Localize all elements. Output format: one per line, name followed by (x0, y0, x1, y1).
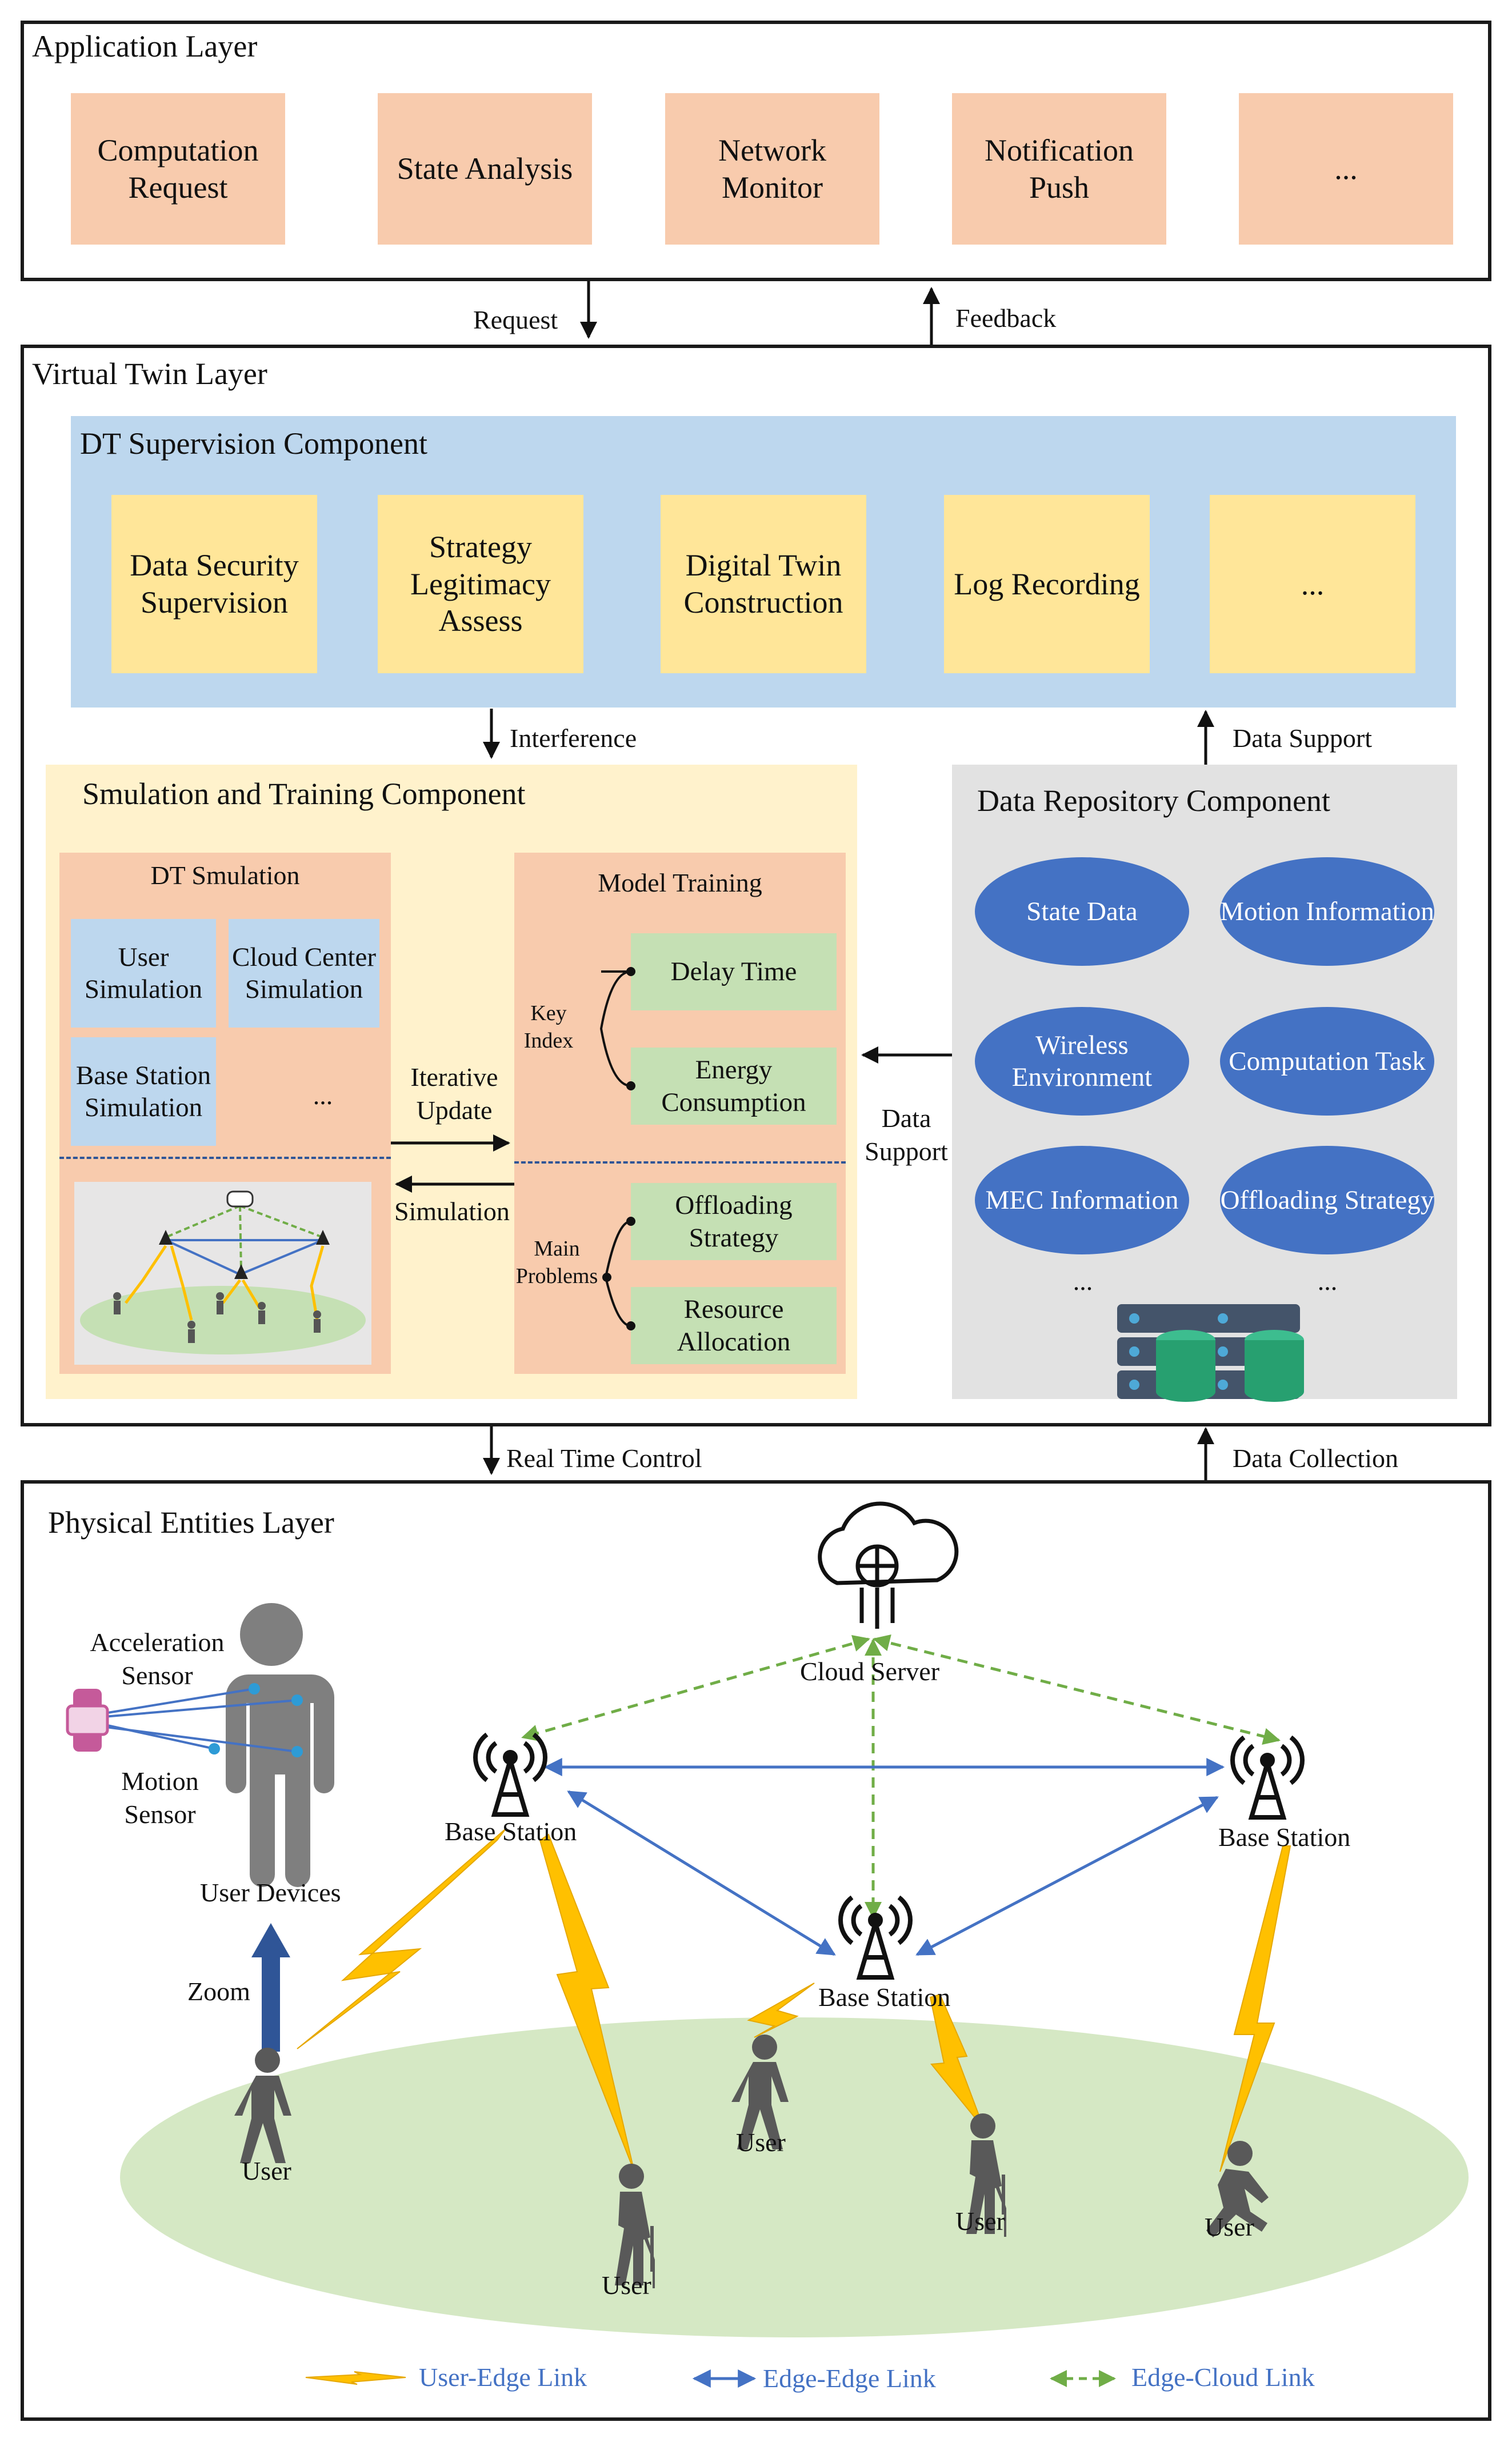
mt-box-energy: Energy Consumption (631, 1048, 837, 1125)
sup-box-more: ... (1210, 495, 1415, 673)
application-layer-title: Application Layer (32, 29, 258, 63)
sup-box-strategy-legitimacy: Strategy Legitimacy Assess (378, 495, 583, 673)
data-support-left-label: Data Support (865, 1104, 948, 1166)
sensor-links (97, 1688, 298, 1753)
base-station-icon-left (473, 1732, 547, 1817)
app-box-state-analysis: State Analysis (378, 93, 592, 245)
sensor-dots (209, 1683, 303, 1757)
data-repository-title: Data Repository Component (977, 784, 1330, 818)
legend-user-edge-label: User-Edge Link (419, 2363, 587, 2392)
sim-box-more: ... (313, 1081, 333, 1110)
acceleration-sensor-label: Acceleration Sensor (90, 1628, 225, 1690)
virtual-twin-layer-title: Virtual Twin Layer (32, 357, 267, 391)
mt-divider (514, 1161, 846, 1164)
key-index-bracket (599, 967, 635, 1090)
base-station-label-right: Base Station (1218, 1822, 1351, 1852)
sim-box-user: User Simulation (71, 919, 216, 1028)
main-problems-bracket (602, 1217, 635, 1330)
database-server-icon (1117, 1304, 1304, 1402)
user-label-5: User (1205, 2212, 1254, 2241)
legend-edge-edge-label: Edge-Edge Link (763, 2364, 936, 2393)
main-problems-label: Main Problems (515, 1237, 598, 1288)
physical-layer-title: Physical Entities Layer (48, 1505, 334, 1540)
user-label-3: User (736, 2128, 786, 2157)
base-station-icon-center (838, 1895, 913, 1980)
sup-box-log-recording: Log Recording (944, 495, 1150, 673)
app-box-computation-request: Computation Request (71, 93, 285, 245)
user-label-4: User (955, 2207, 1005, 2236)
sup-box-data-security: Data Security Supervision (111, 495, 317, 673)
smartwatch-icon (66, 1689, 109, 1752)
base-station-label-left: Base Station (445, 1817, 577, 1846)
edge-cloud-links (521, 1634, 1281, 1919)
mt-box-resource: Resource Allocation (631, 1287, 837, 1364)
human-sensor-figure (226, 1603, 334, 1887)
sup-box-digital-twin: Digital Twin Construction (661, 495, 866, 673)
data-support-up-label: Data Support (1233, 724, 1373, 753)
sim-thumbnail-graphics (80, 1190, 366, 1354)
mt-box-delay-time: Delay Time (631, 933, 837, 1010)
data-collection-label: Data Collection (1233, 1444, 1398, 1473)
model-training-title: Model Training (598, 868, 762, 897)
mt-box-offloading: Offloading Strategy (631, 1183, 837, 1260)
user-figures (234, 2035, 1269, 2288)
user-label-1: User (242, 2156, 291, 2185)
repo-ellipsis-left: ... (1073, 1266, 1093, 1296)
ground-ellipse (120, 2017, 1469, 2337)
iterative-update-label: Iterative Update (410, 1062, 498, 1125)
repo-computation-task: Computation Task (1220, 1007, 1434, 1116)
base-station-icon-right (1230, 1735, 1305, 1820)
repo-offloading-strategy: Offloading Strategy (1220, 1146, 1434, 1254)
key-index-label: Key Index (523, 1001, 574, 1053)
cloud-server-icon (818, 1501, 959, 1629)
interference-label: Interference (510, 724, 637, 753)
legend-edge-cloud-label: Edge-Cloud Link (1131, 2363, 1315, 2392)
cloud-server-label: Cloud Server (800, 1657, 940, 1686)
request-label: Request (473, 305, 558, 334)
repo-state-data: State Data (975, 857, 1189, 966)
motion-sensor-label: Motion Sensor (121, 1766, 199, 1829)
app-box-network-monitor: Network Monitor (665, 93, 879, 245)
sim-divider (59, 1157, 391, 1159)
user-edge-links (297, 1828, 1291, 2172)
edge-edge-links (543, 1758, 1225, 1956)
user-devices-label: User Devices (200, 1878, 341, 1907)
repo-motion-information: Motion Information (1220, 857, 1434, 966)
app-box-more: ... (1239, 93, 1453, 245)
user-label-2: User (602, 2271, 651, 2300)
repo-ellipsis-right: ... (1317, 1266, 1338, 1296)
feedback-label: Feedback (955, 303, 1057, 333)
zoom-label: Zoom (187, 1977, 250, 2006)
sim-box-base-station: Base Station Simulation (71, 1037, 216, 1146)
zoom-arrow (251, 1923, 290, 2052)
legend-user-edge-icon (305, 2371, 406, 2385)
repo-wireless-environment: Wireless Environment (975, 1007, 1189, 1116)
base-station-label-center: Base Station (818, 1983, 951, 2012)
sim-box-cloud-center: Cloud Center Simulation (229, 919, 379, 1028)
simulation-label: Simulation (394, 1197, 510, 1226)
dt-simulation-title: DT Smulation (150, 861, 300, 890)
simulation-training-title: Smulation and Training Component (82, 777, 526, 811)
repo-mec-information: MEC Information (975, 1146, 1189, 1254)
dt-supervision-title: DT Supervision Component (80, 426, 428, 461)
app-box-notification-push: Notification Push (952, 93, 1166, 245)
real-time-control-label: Real Time Control (506, 1444, 702, 1473)
